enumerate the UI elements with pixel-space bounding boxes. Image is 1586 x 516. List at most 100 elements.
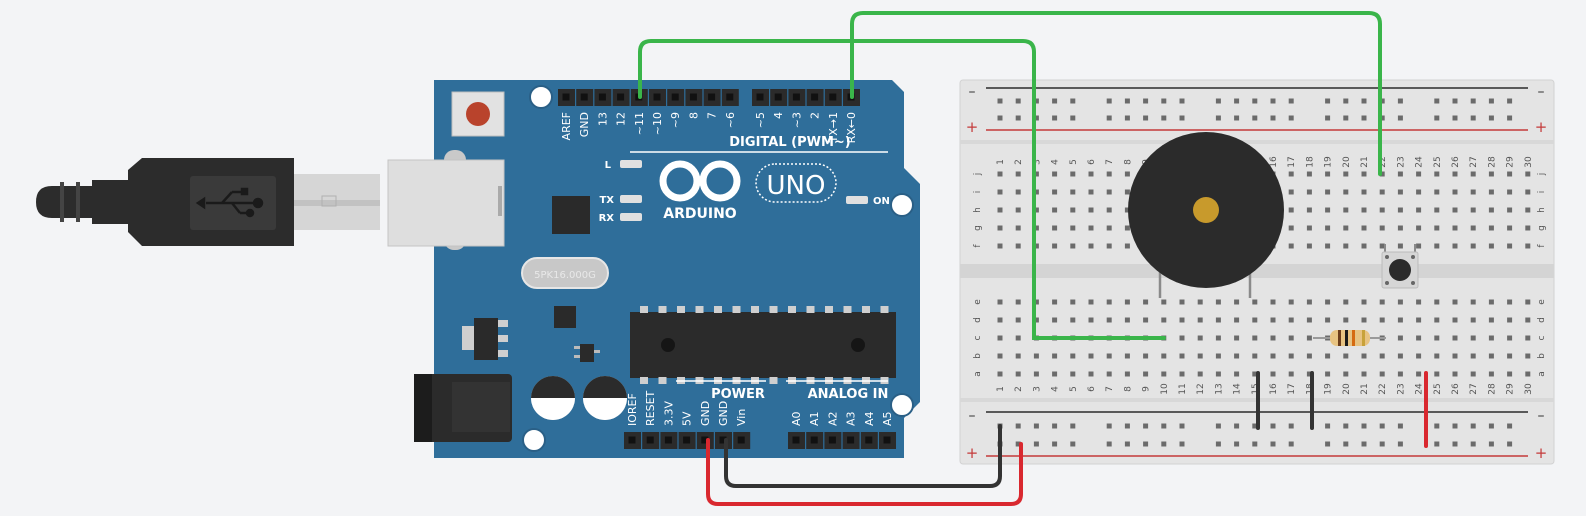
breadboard-hole[interactable] [1033, 189, 1039, 195]
breadboard-hole[interactable] [1507, 317, 1513, 323]
breadboard-hole[interactable] [1179, 371, 1185, 377]
breadboard-hole[interactable] [1215, 353, 1221, 359]
breadboard-hole[interactable] [1525, 317, 1531, 323]
breadboard-hole[interactable] [1052, 317, 1058, 323]
rail-hole[interactable] [1379, 115, 1385, 121]
breadboard-hole[interactable] [1470, 317, 1476, 323]
breadboard-hole[interactable] [1397, 189, 1403, 195]
breadboard-hole[interactable] [1397, 371, 1403, 377]
rail-hole[interactable] [1488, 115, 1494, 121]
piezo-buzzer[interactable] [1128, 132, 1284, 298]
breadboard-hole[interactable] [1106, 225, 1112, 231]
rail-hole[interactable] [1488, 423, 1494, 429]
breadboard-hole[interactable] [1106, 189, 1112, 195]
rail-hole[interactable] [1124, 423, 1130, 429]
breadboard-hole[interactable] [1306, 299, 1312, 305]
rail-hole[interactable] [1215, 423, 1221, 429]
breadboard-hole[interactable] [1361, 371, 1367, 377]
breadboard-hole[interactable] [1270, 371, 1276, 377]
breadboard-hole[interactable] [1197, 335, 1203, 341]
breadboard-hole[interactable] [1052, 299, 1058, 305]
rail-hole[interactable] [1106, 441, 1112, 447]
rail-hole[interactable] [1143, 441, 1149, 447]
breadboard-hole[interactable] [1507, 171, 1513, 177]
breadboard-hole[interactable] [1197, 317, 1203, 323]
rail-hole[interactable] [1033, 115, 1039, 121]
breadboard-hole[interactable] [1325, 207, 1331, 213]
breadboard-hole[interactable] [1488, 335, 1494, 341]
breadboard-hole[interactable] [1215, 317, 1221, 323]
rail-hole[interactable] [1397, 441, 1403, 447]
breadboard-hole[interactable] [1343, 189, 1349, 195]
breadboard-hole[interactable] [1452, 317, 1458, 323]
breadboard-hole[interactable] [1325, 371, 1331, 377]
breadboard-hole[interactable] [1325, 353, 1331, 359]
breadboard-hole[interactable] [1088, 353, 1094, 359]
rail-hole[interactable] [1124, 441, 1130, 447]
rail-hole[interactable] [1033, 98, 1039, 104]
rail-hole[interactable] [1379, 98, 1385, 104]
breadboard-hole[interactable] [1397, 353, 1403, 359]
breadboard-hole[interactable] [1434, 189, 1440, 195]
breadboard-hole[interactable] [1397, 225, 1403, 231]
breadboard-hole[interactable] [1397, 299, 1403, 305]
rail-hole[interactable] [1288, 423, 1294, 429]
rail-hole[interactable] [1161, 441, 1167, 447]
breadboard-hole[interactable] [1525, 225, 1531, 231]
rail-hole[interactable] [1452, 441, 1458, 447]
breadboard-hole[interactable] [1015, 317, 1021, 323]
breadboard-hole[interactable] [1416, 171, 1422, 177]
breadboard-hole[interactable] [1270, 299, 1276, 305]
breadboard-hole[interactable] [1106, 299, 1112, 305]
breadboard-hole[interactable] [1088, 243, 1094, 249]
breadboard-hole[interactable] [1397, 171, 1403, 177]
breadboard-hole[interactable] [1234, 317, 1240, 323]
breadboard-hole[interactable] [1288, 207, 1294, 213]
rail-hole[interactable] [1070, 115, 1076, 121]
rail-hole[interactable] [1288, 441, 1294, 447]
pushbutton[interactable] [1381, 244, 1419, 289]
breadboard-hole[interactable] [1070, 207, 1076, 213]
breadboard-hole[interactable] [997, 335, 1003, 341]
breadboard-hole[interactable] [1361, 225, 1367, 231]
breadboard-hole[interactable] [1106, 353, 1112, 359]
arduino-uno[interactable]: 5PK16.000G [387, 80, 920, 458]
breadboard-hole[interactable] [1161, 371, 1167, 377]
rail-hole[interactable] [1234, 115, 1240, 121]
breadboard-hole[interactable] [1361, 243, 1367, 249]
breadboard-hole[interactable] [1124, 189, 1130, 195]
breadboard-hole[interactable] [1270, 317, 1276, 323]
breadboard-hole[interactable] [1434, 317, 1440, 323]
breadboard-hole[interactable] [1434, 299, 1440, 305]
breadboard-hole[interactable] [1015, 171, 1021, 177]
rail-hole[interactable] [1397, 423, 1403, 429]
rail-hole[interactable] [1015, 423, 1021, 429]
rail-hole[interactable] [1215, 98, 1221, 104]
breadboard-hole[interactable] [1507, 299, 1513, 305]
rail-hole[interactable] [1070, 441, 1076, 447]
breadboard-hole[interactable] [1052, 243, 1058, 249]
breadboard-hole[interactable] [1124, 225, 1130, 231]
rail-hole[interactable] [1161, 115, 1167, 121]
breadboard-hole[interactable] [1525, 335, 1531, 341]
breadboard-hole[interactable] [1306, 371, 1312, 377]
rail-hole[interactable] [1507, 423, 1513, 429]
rail-hole[interactable] [997, 98, 1003, 104]
breadboard-hole[interactable] [1052, 171, 1058, 177]
breadboard-hole[interactable] [1434, 207, 1440, 213]
breadboard-hole[interactable] [1288, 335, 1294, 341]
breadboard-hole[interactable] [1033, 353, 1039, 359]
rail-hole[interactable] [1325, 115, 1331, 121]
breadboard-hole[interactable] [1033, 207, 1039, 213]
rail-hole[interactable] [1033, 423, 1039, 429]
breadboard-hole[interactable] [1234, 335, 1240, 341]
rail-hole[interactable] [1234, 423, 1240, 429]
breadboard-hole[interactable] [1452, 243, 1458, 249]
rail-hole[interactable] [1343, 423, 1349, 429]
breadboard-hole[interactable] [1088, 207, 1094, 213]
breadboard-hole[interactable] [1197, 371, 1203, 377]
breadboard-hole[interactable] [1397, 335, 1403, 341]
breadboard-hole[interactable] [1416, 317, 1422, 323]
rail-hole[interactable] [1052, 423, 1058, 429]
breadboard-hole[interactable] [1488, 171, 1494, 177]
